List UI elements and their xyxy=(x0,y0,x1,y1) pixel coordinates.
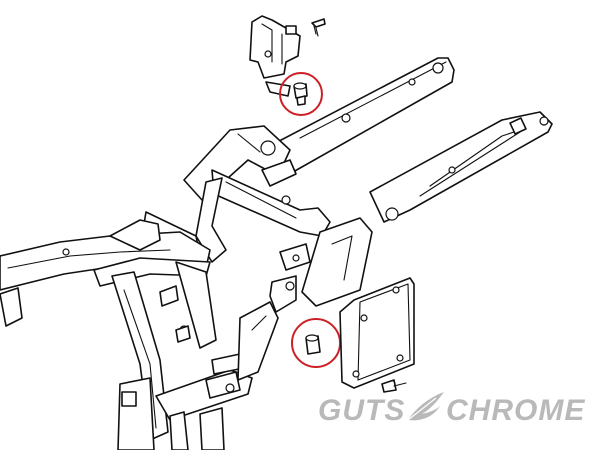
brand-word-left: GUTS xyxy=(318,394,405,427)
plate-screw xyxy=(381,379,407,393)
lower-bushing xyxy=(305,334,321,355)
rear-lower-arm xyxy=(237,217,373,381)
side-cover-plate xyxy=(339,277,415,389)
left-brackets xyxy=(159,285,191,343)
brand-word-right: CHROME xyxy=(446,394,585,427)
upper-bushing-callout xyxy=(279,72,323,116)
lower-right-rail xyxy=(369,111,553,223)
upper-bracket xyxy=(249,15,301,97)
feather-icon xyxy=(407,392,444,421)
lower-bushing-callout xyxy=(291,318,341,368)
bracket-screw xyxy=(311,18,326,37)
lower-frame xyxy=(117,353,253,450)
left-downtubes xyxy=(0,261,217,441)
brand-logo: GUTS CHROME xyxy=(318,392,585,427)
upper-bushing xyxy=(293,82,308,106)
